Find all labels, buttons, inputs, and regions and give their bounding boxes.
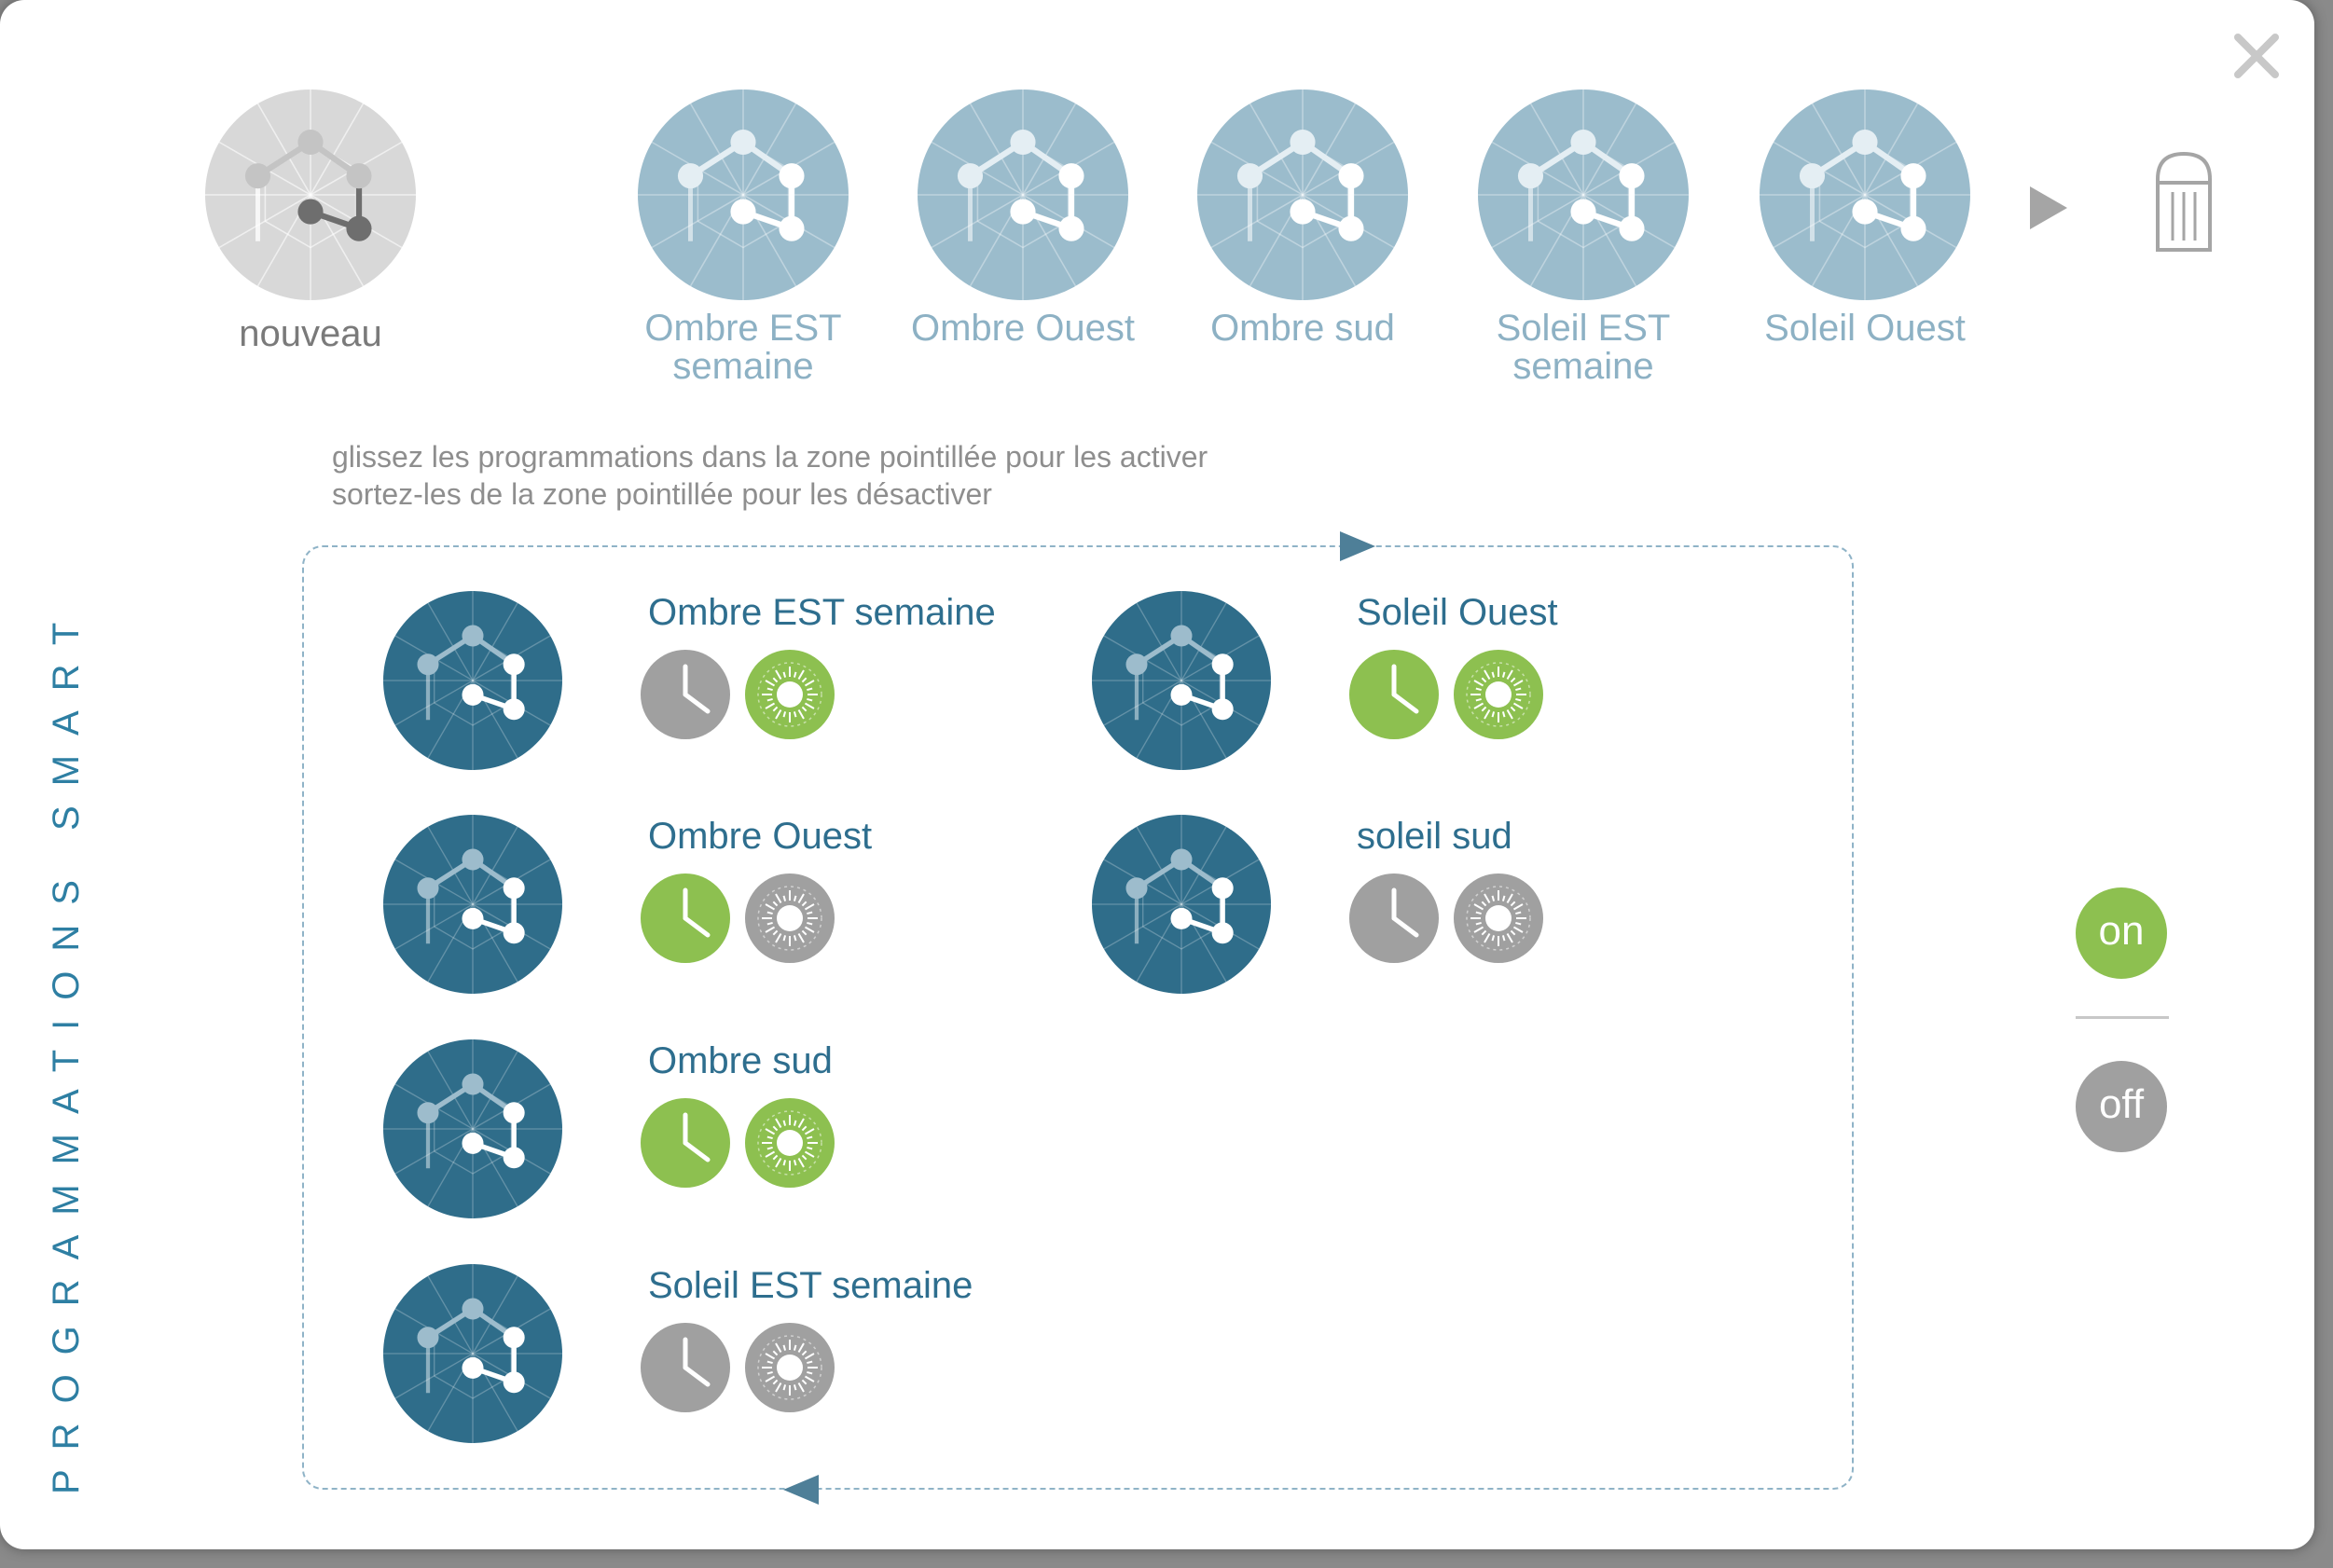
sun-toggle[interactable] bbox=[745, 1323, 835, 1412]
carousel-program-3[interactable]: Ombre sud bbox=[1167, 89, 1438, 348]
program-name: Ombre Ouest bbox=[648, 816, 873, 857]
clock-toggle[interactable] bbox=[641, 1323, 730, 1412]
sun-icon bbox=[1454, 650, 1543, 739]
clock-toggle[interactable] bbox=[1349, 873, 1439, 963]
clock-icon bbox=[641, 873, 730, 963]
off-button[interactable]: off bbox=[2076, 1061, 2167, 1152]
close-button[interactable] bbox=[2229, 28, 2285, 84]
new-program-icon bbox=[205, 89, 416, 300]
active-program-card[interactable]: Ombre Ouest bbox=[383, 815, 1092, 1001]
sun-icon bbox=[745, 873, 835, 963]
clock-toggle[interactable] bbox=[641, 873, 730, 963]
active-program-card[interactable]: Ombre sud bbox=[383, 1039, 1092, 1226]
clock-toggle[interactable] bbox=[641, 1098, 730, 1188]
zone-arrow-left-icon bbox=[783, 1475, 819, 1505]
program-icon bbox=[638, 89, 849, 300]
new-program-button[interactable]: nouveau bbox=[175, 89, 446, 353]
play-triangle-icon[interactable] bbox=[2028, 185, 2069, 231]
program-icon bbox=[1092, 591, 1271, 770]
new-program-label: nouveau bbox=[239, 313, 382, 354]
program-icon bbox=[383, 1039, 562, 1218]
clock-icon bbox=[1349, 873, 1439, 963]
section-title: PROGRAMMATIONS SMART bbox=[46, 602, 87, 1494]
active-program-card[interactable]: Soleil Ouest bbox=[1092, 591, 1801, 777]
sun-icon bbox=[745, 1098, 835, 1188]
clock-icon bbox=[1349, 650, 1439, 739]
sun-toggle[interactable] bbox=[745, 650, 835, 739]
sun-icon bbox=[745, 650, 835, 739]
hint-line-deactivate: sortez-les de la zone pointillée pour le… bbox=[332, 477, 992, 511]
carousel-program-2[interactable]: Ombre Ouest bbox=[888, 89, 1158, 348]
active-program-card[interactable]: soleil sud bbox=[1092, 815, 1801, 1001]
zone-arrow-right-icon bbox=[1340, 531, 1375, 561]
program-name: Soleil EST semaine bbox=[648, 1265, 973, 1306]
clock-icon bbox=[641, 1098, 730, 1188]
clock-icon bbox=[641, 1323, 730, 1412]
program-icon bbox=[1197, 89, 1408, 300]
program-name: Soleil Ouest bbox=[1357, 592, 1558, 633]
carousel-program-label: Ombre sud bbox=[1210, 308, 1395, 349]
program-icon bbox=[1760, 89, 1970, 300]
program-icon bbox=[383, 815, 562, 994]
carousel-program-5[interactable]: Soleil Ouest bbox=[1730, 89, 2000, 348]
close-icon bbox=[2234, 34, 2279, 78]
clock-icon bbox=[641, 650, 730, 739]
on-button[interactable]: on bbox=[2076, 887, 2167, 979]
sun-toggle[interactable] bbox=[745, 1098, 835, 1188]
program-icon bbox=[383, 1264, 562, 1443]
toggle-divider bbox=[2076, 1016, 2169, 1019]
program-name: soleil sud bbox=[1357, 816, 1512, 857]
sun-icon bbox=[1454, 873, 1543, 963]
sun-icon bbox=[745, 1323, 835, 1412]
clock-toggle[interactable] bbox=[641, 650, 730, 739]
program-icon bbox=[1478, 89, 1689, 300]
active-program-card[interactable]: Soleil EST semaine bbox=[383, 1264, 1092, 1451]
program-name: Ombre EST semaine bbox=[648, 592, 996, 633]
trash-icon[interactable] bbox=[2154, 151, 2214, 252]
active-program-card[interactable]: Ombre EST semaine bbox=[383, 591, 1092, 777]
program-icon bbox=[1092, 815, 1271, 994]
carousel-program-label: Ombre Ouest bbox=[910, 308, 1136, 349]
program-icon bbox=[918, 89, 1128, 300]
clock-toggle[interactable] bbox=[1349, 650, 1439, 739]
sun-toggle[interactable] bbox=[1454, 873, 1543, 963]
sun-toggle[interactable] bbox=[745, 873, 835, 963]
carousel-program-label: Soleil Ouest bbox=[1764, 308, 1966, 349]
hint-line-activate: glissez les programmations dans la zone … bbox=[332, 440, 1208, 474]
sun-toggle[interactable] bbox=[1454, 650, 1543, 739]
activation-drop-zone[interactable] bbox=[302, 545, 1854, 1490]
program-name: Ombre sud bbox=[648, 1040, 833, 1081]
drag-hint: glissez les programmations dans la zone … bbox=[332, 438, 1208, 513]
program-icon bbox=[383, 591, 562, 770]
